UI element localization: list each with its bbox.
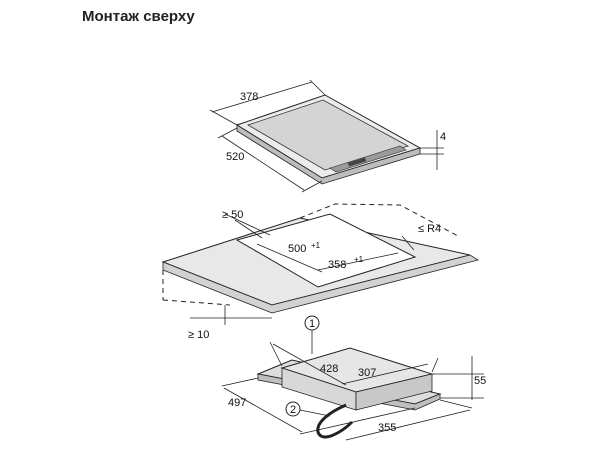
hob-illustration: 378 520 4 xyxy=(209,79,446,193)
unit-illustration: 1 2 428 307 55 497 355 xyxy=(221,315,486,441)
marker-2-label: 2 xyxy=(290,404,296,416)
unit-width-label: 355 xyxy=(378,422,396,434)
countertop-illustration: ≥ 50 ≤ R4 500 +1 358 +1 ≥ 10 xyxy=(161,203,480,341)
countertop-cutout xyxy=(235,213,417,288)
cutout-min-gap-label: ≥ 50 xyxy=(222,209,243,221)
unit-top-depth-label: 428 xyxy=(320,363,338,375)
unit-height-label: 55 xyxy=(474,375,486,387)
hob-thickness-label: 4 xyxy=(440,131,446,143)
hob-control-display xyxy=(347,157,367,167)
cutout-width-label: 358 xyxy=(328,259,346,271)
unit-body-side xyxy=(355,373,433,411)
cutout-radius-label: ≤ R4 xyxy=(418,223,441,235)
cutout-depth-tolerance: +1 xyxy=(311,241,321,250)
marker-1-label: 1 xyxy=(309,318,315,330)
hob-width-label: 378 xyxy=(240,91,258,103)
hob-depth-label: 520 xyxy=(226,151,244,163)
unit-power-cable xyxy=(316,403,354,439)
cutout-min-under-label: ≥ 10 xyxy=(188,329,209,341)
cutout-depth-label: 500 xyxy=(288,243,306,255)
unit-top-width-label: 307 xyxy=(358,367,376,379)
marker-2-icon xyxy=(285,401,301,417)
cutout-width-tolerance: +1 xyxy=(354,255,364,264)
page-title: Монтаж сверху xyxy=(82,8,195,25)
unit-depth-label: 497 xyxy=(228,397,246,409)
hob-glass xyxy=(247,99,410,171)
